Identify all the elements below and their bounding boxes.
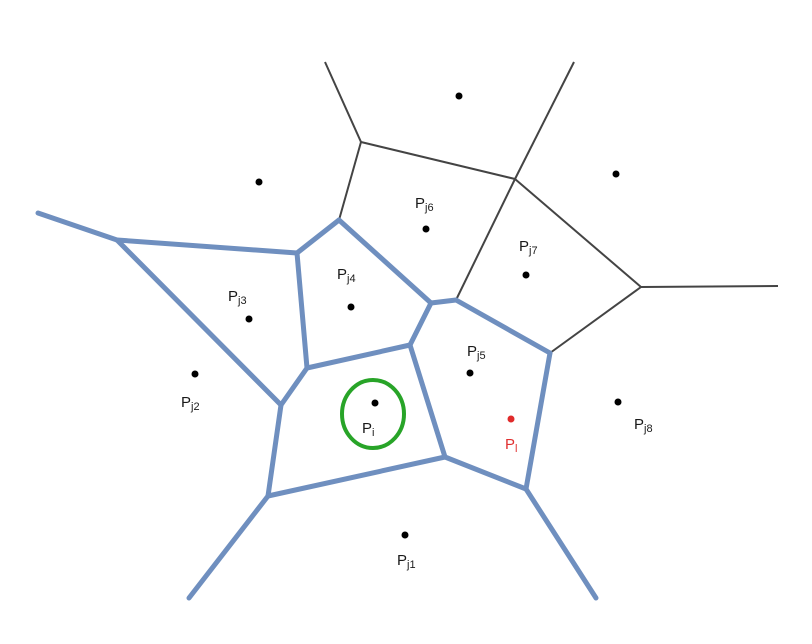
edge xyxy=(336,217,434,306)
site-point-pj1 xyxy=(401,531,409,539)
label-pj8: Pj8 xyxy=(634,416,653,435)
site-point-pl xyxy=(507,415,515,423)
site-point-pi xyxy=(371,399,379,407)
label-pj6: Pj6 xyxy=(415,195,434,214)
label-pj2: Pj2 xyxy=(181,394,200,413)
site-point-pj6 xyxy=(422,225,430,233)
edge xyxy=(265,402,284,499)
edge xyxy=(114,237,284,408)
label-pj7: Pj7 xyxy=(519,238,538,257)
edge xyxy=(514,61,575,180)
edge xyxy=(442,454,529,492)
edge xyxy=(265,454,448,499)
edge xyxy=(523,486,599,601)
label-pj1: Pj1 xyxy=(397,552,416,571)
label-pj5: Pj5 xyxy=(467,343,486,362)
edge xyxy=(304,342,413,371)
edge xyxy=(324,61,362,143)
site-point-pj8 xyxy=(614,398,622,406)
edge xyxy=(360,141,516,180)
highlighted-voronoi-edges xyxy=(35,210,599,601)
label-pj4: Pj4 xyxy=(337,266,356,285)
site-point-pj4 xyxy=(347,303,355,311)
site-point xyxy=(255,178,263,186)
site-point-pj2 xyxy=(191,370,199,378)
edge xyxy=(35,210,120,243)
site-point-pj7 xyxy=(522,271,530,279)
label-pj3: Pj3 xyxy=(228,288,247,307)
edge xyxy=(186,493,271,601)
site-point xyxy=(612,170,620,178)
edge xyxy=(114,237,300,256)
edge xyxy=(428,297,459,306)
outer-voronoi-edges xyxy=(324,61,779,354)
edge xyxy=(278,365,310,408)
edge xyxy=(338,141,362,221)
site-point-pj5 xyxy=(466,369,474,377)
edge xyxy=(523,350,553,492)
highlight-circle xyxy=(340,378,406,450)
edge xyxy=(453,297,553,356)
edge xyxy=(294,250,310,371)
site-point-pj3 xyxy=(245,315,253,323)
edge xyxy=(455,178,516,301)
label-pl: Pl xyxy=(505,436,517,455)
site-points xyxy=(191,92,622,539)
site-point xyxy=(455,92,463,100)
edge xyxy=(294,217,342,256)
edge xyxy=(407,300,434,348)
edge xyxy=(549,286,642,354)
edge xyxy=(514,178,642,288)
label-pi: Pi xyxy=(362,420,374,439)
edge xyxy=(640,285,779,288)
edge xyxy=(407,342,448,460)
